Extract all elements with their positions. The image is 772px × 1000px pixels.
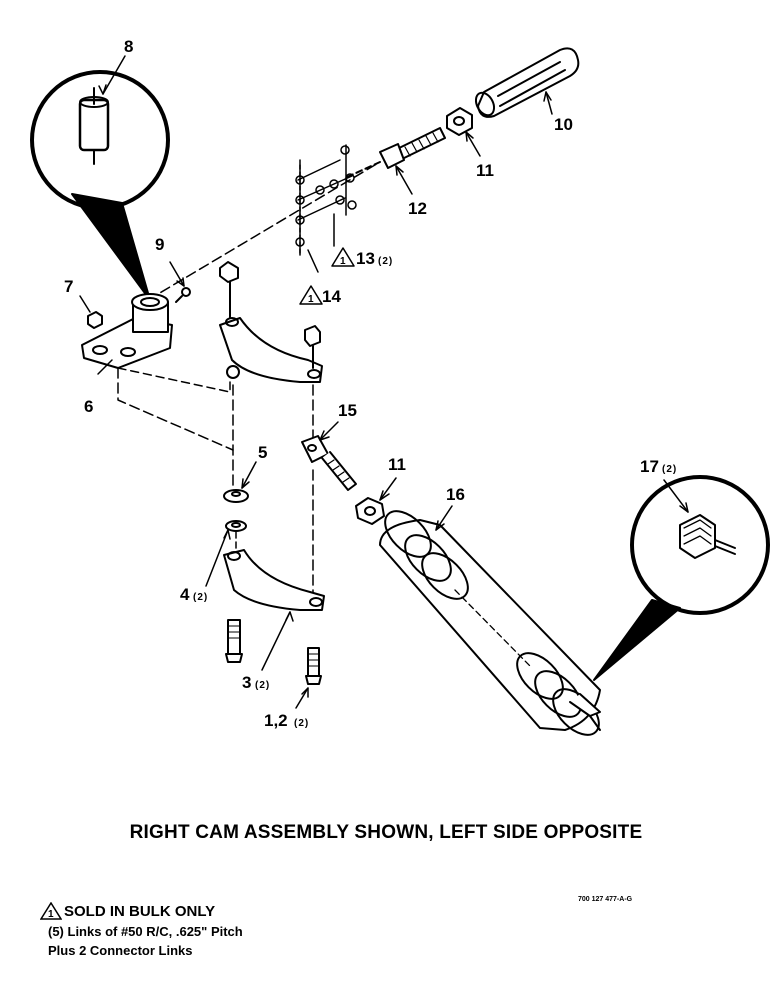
cam-arm-upper — [219, 261, 323, 383]
callout-16: 16 — [446, 485, 465, 504]
callout-17: 17 — [640, 457, 659, 476]
washer-parts — [223, 489, 249, 556]
callout-14: 14 — [322, 287, 341, 306]
nut-part-top — [446, 107, 473, 136]
roller-part — [379, 510, 601, 736]
callout-11-lower: 11 — [388, 455, 406, 474]
callout-1-2: 1,2 — [264, 711, 288, 730]
callout-9: 9 — [155, 235, 164, 254]
threaded-adjuster-part — [344, 127, 446, 179]
note-triangle-14 — [299, 285, 323, 305]
centerline-dashed — [147, 161, 381, 301]
handle-part — [474, 47, 580, 118]
diagram-caption: RIGHT CAM ASSEMBLY SHOWN, LEFT SIDE OPPO… — [129, 822, 643, 843]
callout-8: 8 — [124, 37, 133, 56]
chain-links — [295, 144, 357, 256]
callout-13-qty: (2) — [378, 256, 393, 267]
svg-text:1: 1 — [48, 909, 54, 920]
detail-circle-bushing — [30, 70, 170, 301]
callout-7: 7 — [64, 277, 73, 296]
note-line-1: (5) Links of #50 R/C, .625" Pitch — [48, 924, 243, 939]
callout-12: 12 — [408, 199, 427, 218]
bolt-parts — [225, 619, 322, 685]
callout-15: 15 — [338, 401, 357, 420]
callout-4-qty: (2) — [193, 592, 208, 603]
callout-4: 4 — [180, 585, 190, 604]
callout-11-top: 11 — [476, 161, 494, 180]
note-triangle-icon: 1 — [40, 902, 62, 920]
nut-part-lower — [355, 497, 385, 525]
callout-5: 5 — [258, 443, 267, 462]
grease-fitting-part — [175, 287, 191, 303]
cam-arm-lower — [223, 549, 325, 611]
bearing-flange-part — [81, 293, 231, 393]
notes-section: 1 SOLD IN BULK ONLY (5) Links of #50 R/C… — [40, 902, 243, 958]
note-line-2: Plus 2 Connector Links — [48, 943, 193, 958]
nut-part-small — [87, 311, 103, 329]
leader-lines — [79, 55, 689, 709]
document-number: 700 127 477-A-G — [578, 896, 633, 903]
note-heading: 1 SOLD IN BULK ONLY — [40, 902, 243, 920]
callout-17-qty: (2) — [662, 464, 677, 475]
triangle-14-number: 1 — [308, 294, 314, 305]
note-triangle-13 — [331, 247, 355, 267]
exploded-parts-diagram: 8 9 7 6 10 11 12 13 (2) 14 5 15 11 16 17… — [30, 37, 770, 736]
detail-circle-roller-bearing — [593, 475, 770, 681]
callout-6: 6 — [84, 397, 93, 416]
triangle-13-number: 1 — [340, 256, 346, 267]
callout-3-qty: (2) — [255, 680, 270, 691]
eye-bolt-part — [301, 435, 357, 491]
callout-3: 3 — [242, 673, 251, 692]
callout-10: 10 — [554, 115, 573, 134]
note-heading-text: SOLD IN BULK ONLY — [64, 902, 216, 920]
callout-1-2-qty: (2) — [294, 718, 309, 729]
callout-13: 13 — [356, 249, 375, 268]
